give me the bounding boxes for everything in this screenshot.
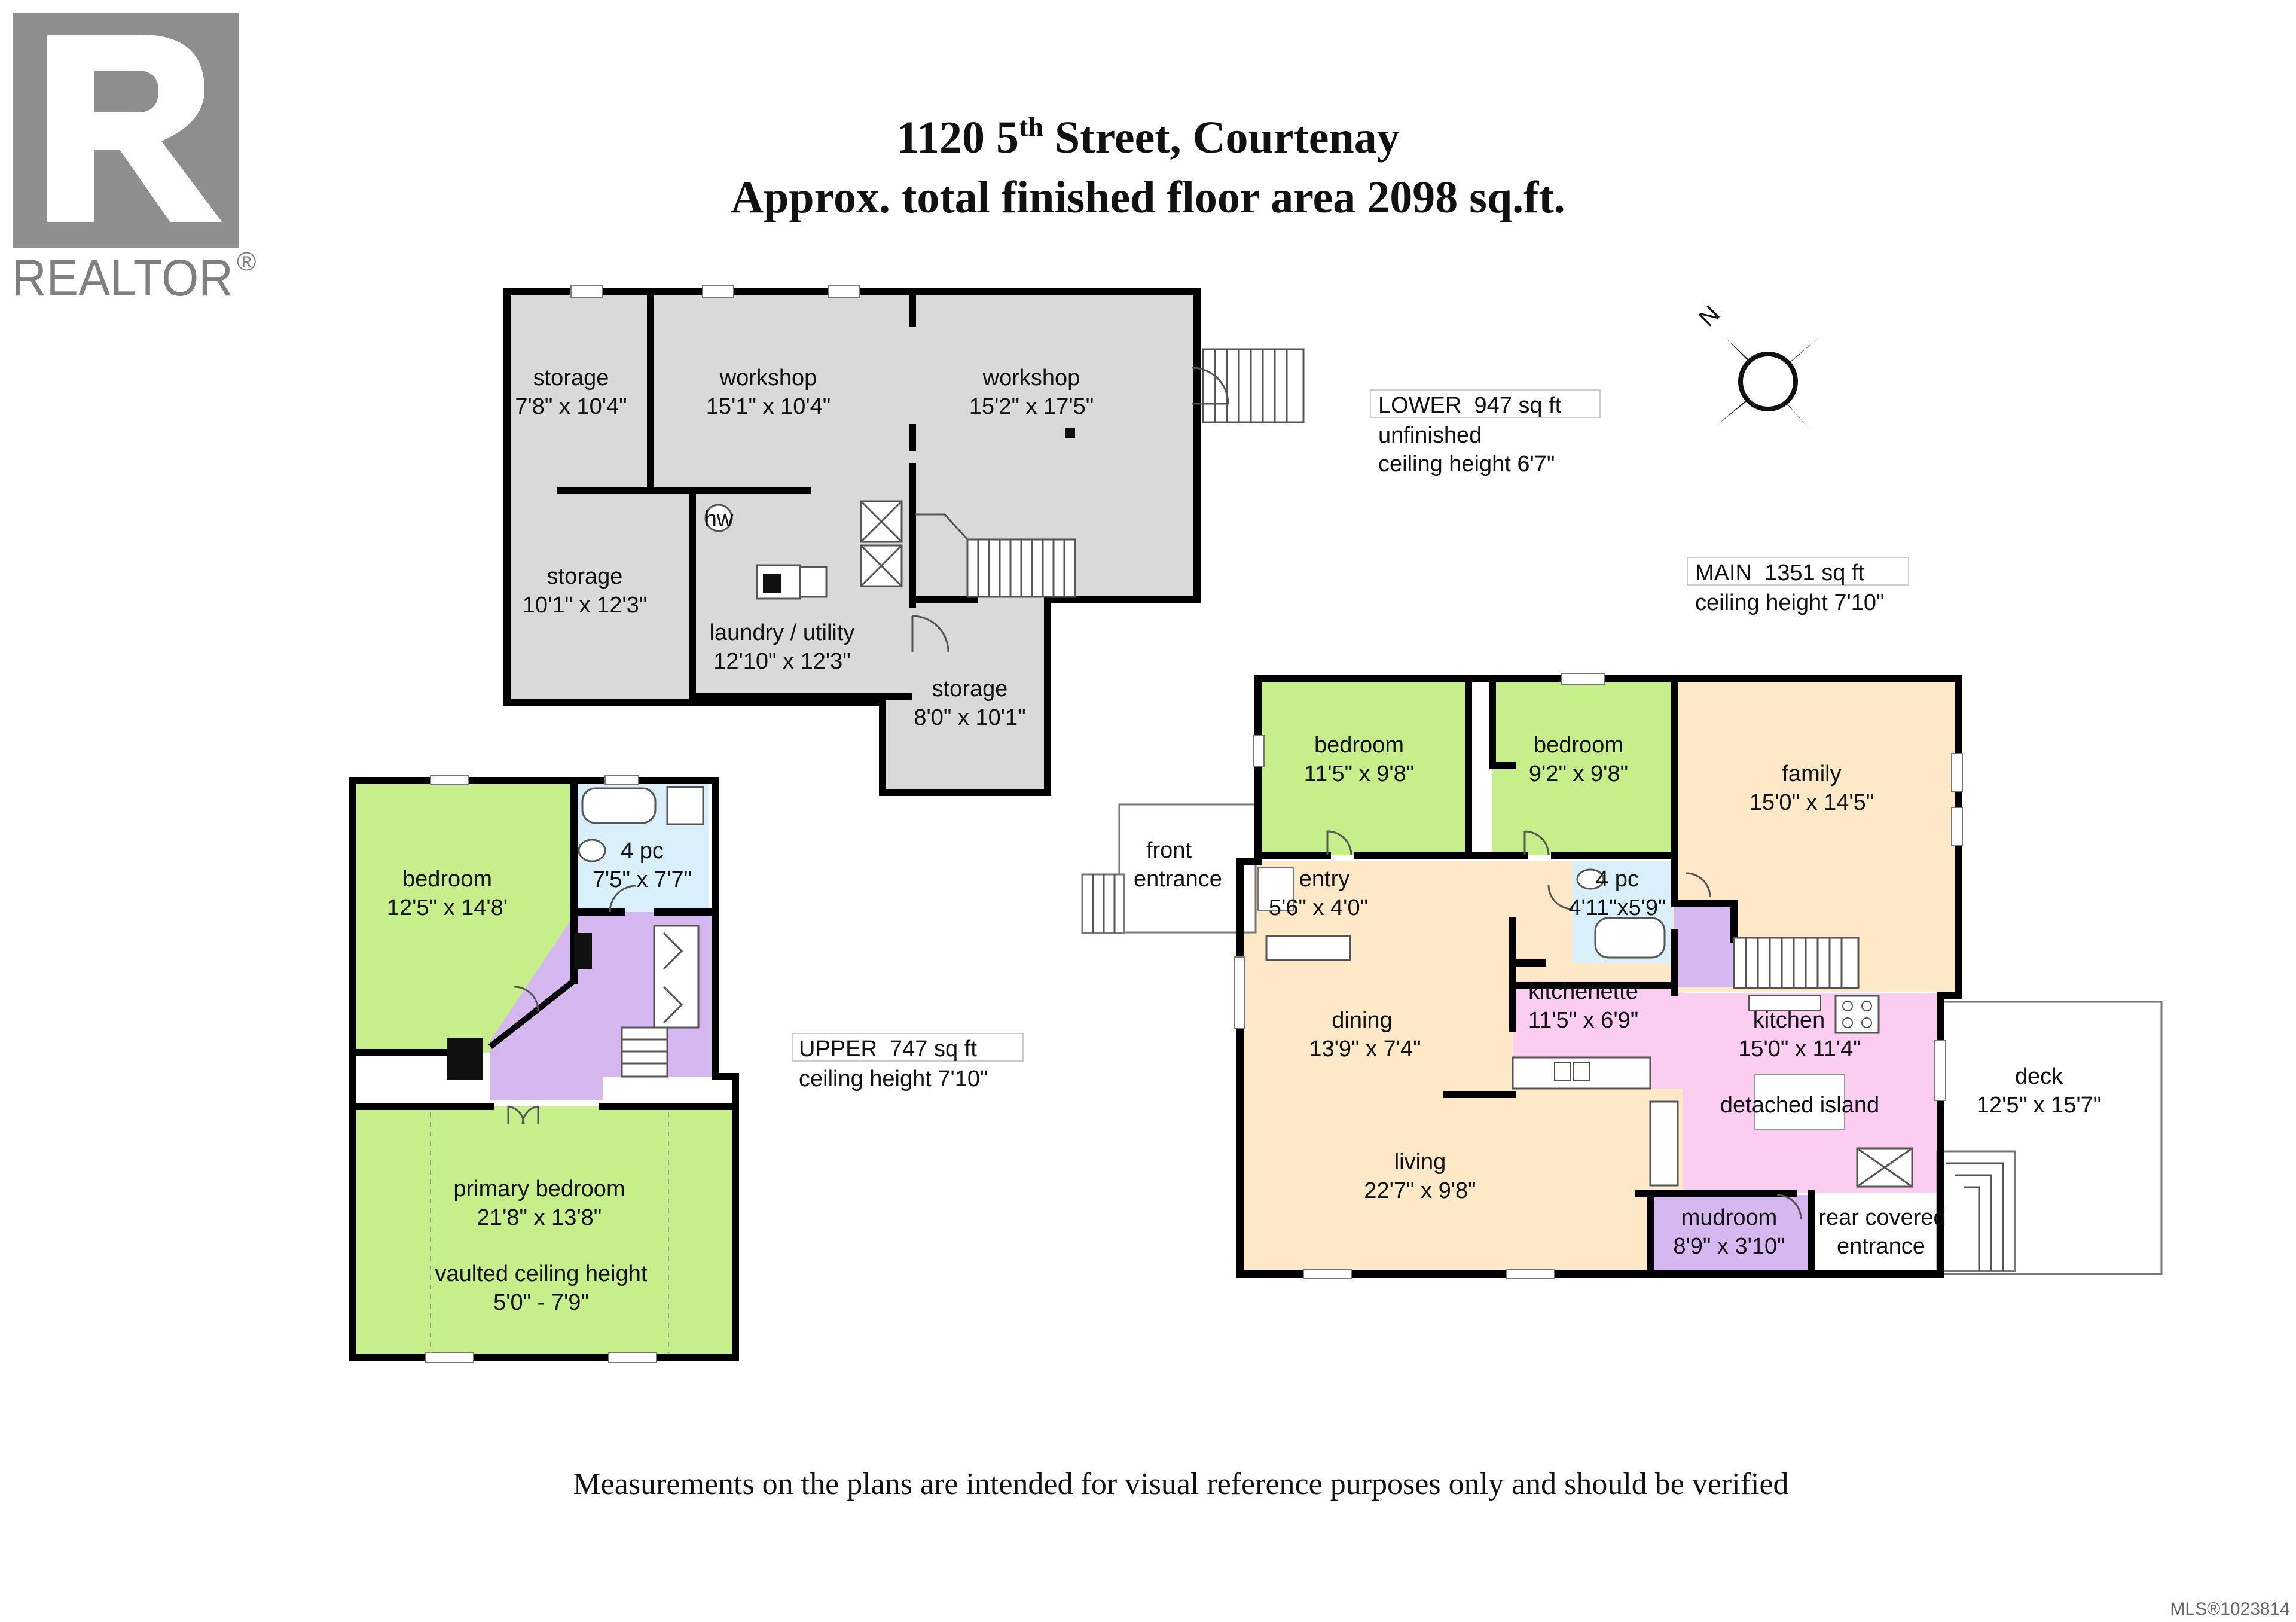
lower-workshop1-dims: 15'1" x 10'4" bbox=[706, 394, 831, 419]
main-family-dims: 15'0" x 14'5" bbox=[1750, 790, 1874, 815]
lower-workshop1-name: workshop bbox=[719, 365, 817, 391]
lower-storage2-dims: 10'1" x 12'3" bbox=[523, 593, 647, 618]
lower-exterior-stairs bbox=[1192, 348, 1305, 423]
lower-legend-line1: LOWER 947 sq ft bbox=[1378, 393, 1562, 418]
main-dining-name: dining bbox=[1332, 1008, 1392, 1033]
main-mudroom-fill bbox=[1650, 1195, 1813, 1274]
main-living-dims: 22'7" x 9'8" bbox=[1364, 1178, 1476, 1203]
lower-floor-fill bbox=[507, 292, 1197, 792]
front-entrance-line1: front bbox=[1146, 838, 1192, 863]
front-entrance-line2: entrance bbox=[1134, 867, 1222, 892]
lower-stairs bbox=[915, 513, 1076, 598]
main-legend: MAIN 1351 sq ft ceiling height 7'10" bbox=[1687, 557, 1909, 615]
lower-legend-line2: unfinished bbox=[1378, 423, 1482, 448]
page-subtitle: Approx. total finished floor area 2098 s… bbox=[731, 172, 1565, 222]
main-bedroom1-dims: 11'5" x 9'8" bbox=[1304, 761, 1414, 786]
main-legend-line2: ceiling height 7'10" bbox=[1695, 590, 1885, 615]
main-mudroom-name: mudroom bbox=[1681, 1205, 1778, 1230]
main-entry-dims: 5'6" x 4'0" bbox=[1269, 895, 1368, 920]
main-kitchenette-name: kitchenette bbox=[1528, 979, 1638, 1004]
compass-rose: N bbox=[1694, 301, 1821, 432]
main-legend-line1: MAIN 1351 sq ft bbox=[1695, 560, 1864, 586]
lower-storage1-dims: 7'8" x 10'4" bbox=[515, 394, 627, 419]
rear-entrance-line2: entrance bbox=[1837, 1234, 1925, 1259]
address-street: Street, Courtenay bbox=[1043, 112, 1400, 163]
main-floor-plan: bedroom 11'5" x 9'8" bedroom 9'2" x 9'8"… bbox=[1081, 673, 2163, 1279]
lower-storage3-name: storage bbox=[932, 676, 1008, 702]
lower-storage1-name: storage bbox=[533, 365, 609, 391]
rear-entrance-line1: rear covered bbox=[1818, 1205, 1946, 1230]
compass-north-label: N bbox=[1694, 301, 1725, 332]
main-entry-name: entry bbox=[1299, 867, 1349, 892]
upper-primary-name: primary bedroom bbox=[453, 1176, 625, 1202]
upper-primary-fill bbox=[353, 1106, 735, 1358]
main-dining-dims: 13'9" x 7'4" bbox=[1309, 1036, 1421, 1062]
upper-bedroom-name: bedroom bbox=[402, 867, 492, 892]
realtor-wordmark: REALTOR bbox=[12, 249, 233, 307]
main-kitchen-name: kitchen bbox=[1753, 1008, 1825, 1033]
disclaimer: Measurements on the plans are intended f… bbox=[573, 1467, 1788, 1501]
main-bath-dims: 4'11"x5'9" bbox=[1568, 895, 1666, 920]
address-superscript: th bbox=[1019, 111, 1043, 142]
lower-laundry-dims: 12'10" x 12'3" bbox=[713, 649, 851, 674]
mls-number: MLS®1023814 bbox=[2170, 1599, 2290, 1619]
upper-bath-name: 4 pc bbox=[621, 839, 664, 864]
upper-legend-line2: ceiling height 7'10" bbox=[799, 1066, 988, 1092]
main-deck-dims: 12'5" x 15'7" bbox=[1977, 1093, 2101, 1118]
lower-legend-line3: ceiling height 6'7" bbox=[1378, 452, 1555, 477]
upper-floor-plan: bedroom 12'5" x 14'8' 4 pc 7'5" x 7'7" p… bbox=[349, 775, 739, 1363]
upper-outer-wall bbox=[349, 777, 739, 1361]
main-hall-fill bbox=[1674, 903, 1734, 987]
main-bedroom1-fill bbox=[1262, 681, 1468, 855]
hot-water-tank-label: hw bbox=[704, 507, 734, 532]
upper-legend: UPPER 747 sq ft ceiling height 7'10" bbox=[792, 1033, 1024, 1092]
main-deck-name: deck bbox=[2015, 1064, 2063, 1089]
upper-bath-dims: 7'5" x 7'7" bbox=[593, 867, 692, 892]
main-living-name: living bbox=[1394, 1150, 1446, 1175]
lower-outer-wall bbox=[503, 288, 1201, 796]
lower-workshop2-dims: 15'2" x 17'5" bbox=[969, 394, 1094, 419]
main-bedroom2-fill bbox=[1492, 681, 1672, 855]
main-bath-name: 4 pc bbox=[1596, 867, 1639, 892]
main-kitchen-dims: 15'0" x 11'4" bbox=[1738, 1036, 1861, 1062]
main-family-name: family bbox=[1782, 761, 1841, 786]
registered-mark: ® bbox=[237, 247, 256, 276]
upper-bedroom-dims: 12'5" x 14'8' bbox=[387, 895, 508, 920]
upper-primary-note2: 5'0" - 7'9" bbox=[493, 1290, 589, 1315]
main-bedroom2-dims: 9'2" x 9'8" bbox=[1529, 761, 1628, 786]
lower-storage3-dims: 8'0" x 10'1" bbox=[914, 705, 1025, 730]
lower-laundry-name: laundry / utility bbox=[710, 620, 855, 645]
lower-legend: LOWER 947 sq ft unfinished ceiling heigh… bbox=[1370, 389, 1601, 477]
main-bedroom1-name: bedroom bbox=[1314, 733, 1404, 758]
main-kitchenette-dims: 11'5" x 6'9" bbox=[1528, 1008, 1638, 1033]
lower-storage2-name: storage bbox=[547, 564, 623, 589]
upper-legend-line1: UPPER 747 sq ft bbox=[799, 1036, 977, 1062]
upper-primary-dims: 21'8" x 13'8" bbox=[477, 1205, 602, 1230]
realtor-logo: REALTOR ® bbox=[12, 13, 256, 307]
main-bedroom2-name: bedroom bbox=[1534, 733, 1623, 758]
address-number: 1120 5 bbox=[896, 112, 1019, 163]
main-island-label: detached island bbox=[1720, 1093, 1879, 1118]
upper-primary-note1: vaulted ceiling height bbox=[435, 1261, 648, 1286]
lower-workshop2-name: workshop bbox=[982, 365, 1080, 391]
page-title: 1120 5th Street, Courtenay bbox=[896, 111, 1400, 163]
main-mudroom-dims: 8'9" x 3'10" bbox=[1673, 1234, 1785, 1259]
lower-floor-plan: hw storage 7'8" x 10'4" workshop 15'1" x… bbox=[503, 285, 1305, 796]
